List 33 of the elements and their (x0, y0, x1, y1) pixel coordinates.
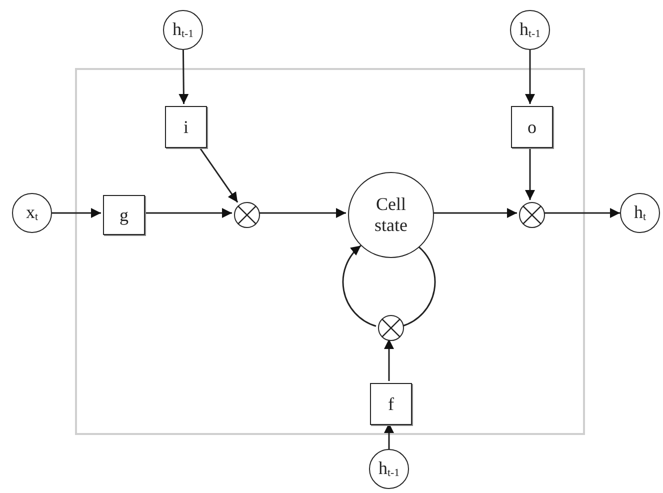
signal-circle (369, 449, 409, 489)
multiply-symbol (234, 202, 260, 228)
arrow (543, 208, 620, 218)
gate-box (165, 106, 207, 148)
node-label: x$_{t}$ (26, 202, 38, 224)
signal-circle (510, 10, 550, 50)
node-label: Cell state (374, 194, 408, 236)
gate-box (103, 195, 145, 235)
multiply-symbol (519, 202, 545, 228)
node-label: h$_{t-1}$ (172, 19, 194, 41)
arrow (525, 50, 535, 104)
arrow (525, 146, 535, 200)
node-label: h$_{t-1}$ (520, 19, 540, 41)
arrow (52, 208, 101, 218)
node-label: h$_{t}$ (634, 202, 646, 224)
signal-circle (620, 193, 660, 233)
signal-circle (163, 10, 203, 50)
arrow (178, 50, 189, 104)
node-label: f (388, 394, 394, 414)
arrow (432, 208, 517, 218)
gate-box (370, 383, 412, 425)
node-label: o (528, 116, 536, 138)
arrow (384, 339, 394, 381)
arrow (258, 208, 346, 218)
node-label: g (120, 204, 128, 226)
arrow (342, 245, 376, 327)
node-label: i (183, 116, 188, 138)
arrow (143, 208, 232, 218)
multiply-symbol (378, 315, 404, 341)
gate-box (511, 106, 553, 148)
node-label: h$_{t-1}$ (378, 458, 400, 480)
cell-frame (75, 68, 585, 435)
signal-circle (12, 193, 52, 233)
